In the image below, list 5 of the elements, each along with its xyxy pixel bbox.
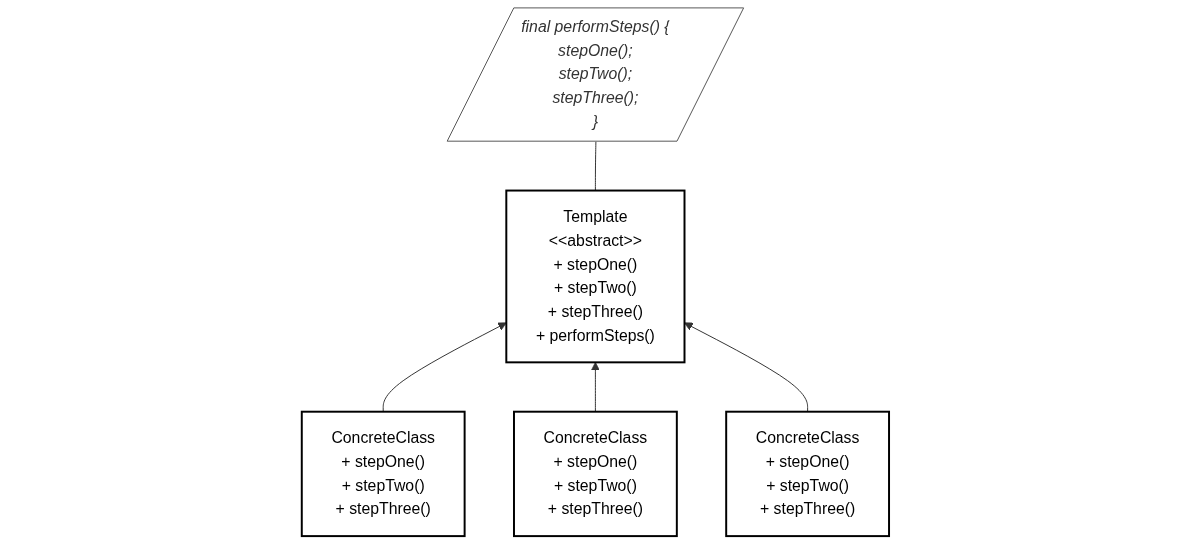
node-box: ConcreteClass + stepOne() + stepTwo() + stepThree() — [513, 410, 678, 538]
node-box: ConcreteClass + stepOne() + stepTwo() + stepThree() — [300, 410, 466, 538]
node-box: Template <<abstract>> + stepOne() + stepTwo() + stepThree() + performSteps() — [505, 189, 686, 364]
node-box: ConcreteClass + stepOne() + stepTwo() + stepThree() — [725, 410, 891, 538]
connector — [595, 141, 597, 192]
